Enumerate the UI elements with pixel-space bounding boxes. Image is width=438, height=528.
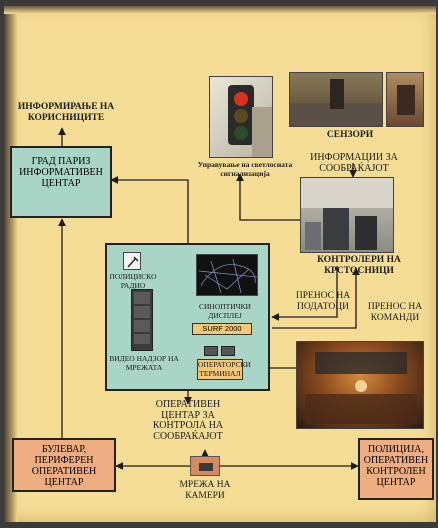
police-control-center-box: ПОЛИЦИЈА, ОПЕРАТИВЕН КОНТРОЛЕН ЦЕНТАР [358,438,434,500]
camera-network-icon [190,456,220,476]
traffic-info-label: ИНФОРМАЦИИ ЗА СООБРАЌАЈОТ [310,152,398,174]
arrow-ops-to-city [110,176,189,243]
video-surveillance-label: ВИДЕО НАДЗОР НА МРЕЖАТА [109,354,179,372]
diagram-page: ИНФОРМИРАЊЕ НА КОРИСНИЦИТЕ ГРАД ПАРИЗ ИН… [4,6,436,522]
arrow-data-to-panel [271,266,338,321]
user-info-label: ИНФОРМИРАЊЕ НА КОРИСНИЦИТЕ [17,102,115,123]
camera-network-label: МРЕЖА НА КАМЕРИ [179,480,231,501]
sensors-title: СЕНЗОРИ [326,130,374,140]
surf-2000-system: SURF 2000 [192,323,252,335]
arrow-commands-to-controllers [272,267,360,329]
command-transfer-label: ПРЕНОС НА КОМАНДИ [367,302,423,323]
city-info-center-box: ГРАД ПАРИЗ ИНФОРМАТИВЕН ЦЕНТАР [10,146,112,218]
connector-lines [58,127,360,470]
operator-terminal-label: ОПЕРАТОРСКИ ТЕРМИНАЛ [197,359,251,380]
operator-terminal-icon [204,346,218,356]
sensor-detail-photo [386,72,424,127]
page-top-edge [4,6,436,14]
control-room-photo [296,341,424,429]
intersection-controllers-label: КОНТРОЛЕРИ НА КРСТОСНИЦИ [317,255,401,276]
intersection-controller-photo [300,177,394,253]
synoptic-display-screen [196,254,258,296]
synoptic-display-label: СИНОПТИЧКИ ДИСПЛЕЈ [199,302,251,320]
traffic-ops-center-label: ОПЕРАТИВЕН ЦЕНТАР ЗА КОНТРОЛА НА СООБРАЌ… [152,399,224,442]
book-spine-shadow [4,6,18,522]
police-radio-icon [123,252,141,270]
operator-terminal-icon-2 [221,346,235,356]
arrow-controllers-to-lights [236,173,300,221]
traffic-light-photo [209,76,273,158]
traffic-lights-label: Управување на светлосната сигнализација [197,160,293,178]
police-radio-label: ПОЛИЦИСКО РАДИО [109,272,157,290]
boulevard-ops-center-box: БУЛЕВАР, ПЕРИФЕРЕН ОПЕРАТИВЕН ЦЕНТАР [12,438,116,492]
data-transfer-label: ПРЕНОС НА ПОДАТОЦИ [295,291,351,312]
video-monitor-stack [131,289,153,351]
sensor-street-photo [289,72,383,127]
